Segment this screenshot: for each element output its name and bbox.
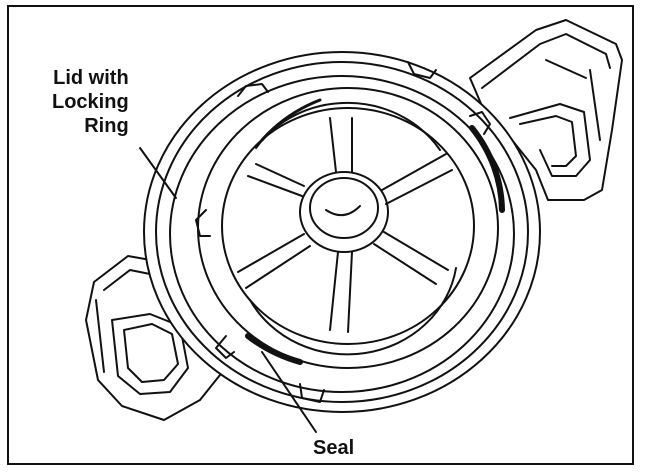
lid-label-line-1: Lid with [53,67,129,89]
seal-label: Seal [313,437,355,459]
basket [221,101,475,356]
lid-label-line-2: Locking [52,91,129,113]
lid-label: Lid with Locking Ring [52,66,129,138]
seal-leader-line [261,351,317,433]
lid-label-line-3: Ring [84,115,129,137]
lid-leader-line [139,147,177,199]
seal-ring [197,87,505,369]
